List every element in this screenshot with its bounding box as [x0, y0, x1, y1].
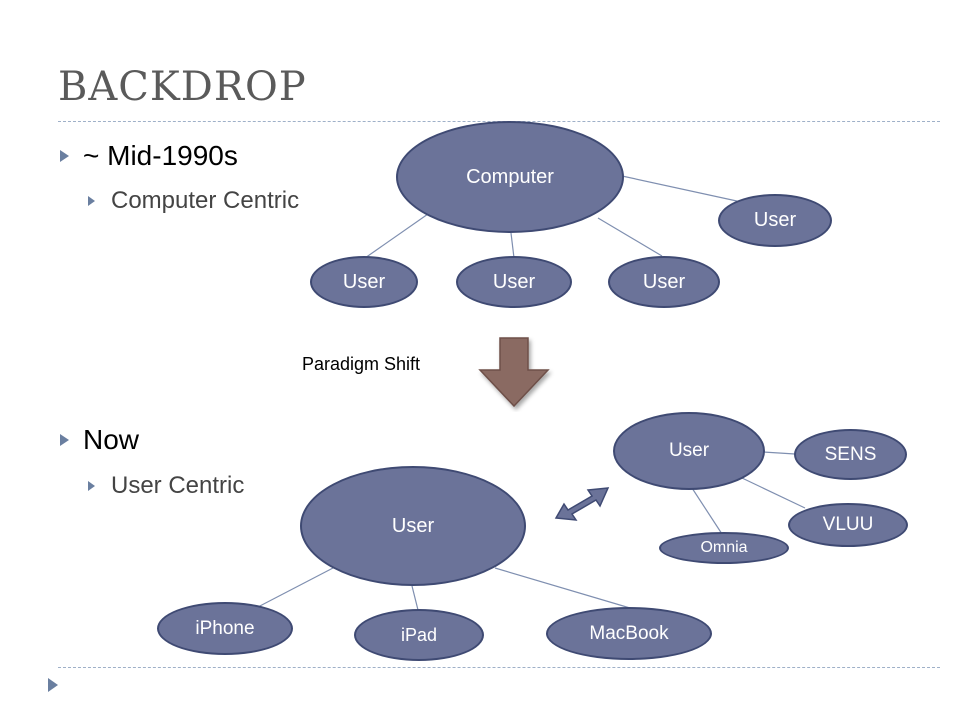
ipad-node: iPad	[354, 609, 484, 661]
bullet-text: Now	[83, 424, 140, 455]
link-user-iphone	[255, 567, 334, 609]
user-hub-node: User	[300, 466, 526, 586]
bidirectional-arrow-icon	[554, 487, 610, 521]
user-node: User	[608, 256, 720, 308]
link-user2-omnia	[691, 487, 723, 535]
link-computer-user-1	[364, 213, 429, 259]
down-arrow-icon	[478, 337, 550, 408]
macbook-node: MacBook	[546, 607, 712, 660]
sub-bullet-text: User Centric	[111, 472, 245, 499]
bullet-mid-1990s: ~ Mid-1990s	[60, 140, 238, 172]
link-user2-sens	[762, 451, 796, 455]
user-node: User	[718, 194, 832, 247]
corner-marker-icon	[48, 678, 58, 692]
sub-bullet-text: Computer Centric	[111, 187, 300, 214]
iphone-node: iPhone	[157, 602, 293, 655]
link-user2-vluu	[741, 477, 806, 509]
vluu-node: VLUU	[788, 503, 908, 547]
sub-bullet-arrow-icon	[88, 196, 95, 206]
slide-title: BACKDROP	[58, 64, 307, 110]
link-user-macbook	[494, 567, 631, 609]
link-computer-user-2	[510, 232, 515, 259]
omnia-node: Omnia	[659, 532, 789, 564]
bullet-text: ~ Mid-1990s	[83, 140, 238, 171]
computer-node: Computer	[396, 121, 624, 233]
bullet-now: Now	[60, 424, 139, 456]
footer-divider	[58, 667, 940, 668]
user-node: User	[456, 256, 572, 308]
sub-bullet-user-centric: User Centric	[88, 472, 244, 500]
bullet-arrow-icon	[60, 434, 69, 446]
paradigm-shift-label: Paradigm Shift	[302, 354, 421, 374]
bullet-arrow-icon	[60, 150, 69, 162]
link-user-ipad	[411, 585, 419, 611]
user-node: User	[310, 256, 418, 308]
sub-bullet-computer-centric: Computer Centric	[88, 187, 299, 215]
sub-bullet-arrow-icon	[88, 481, 95, 491]
sens-node: SENS	[794, 429, 907, 480]
link-computer-user-3	[597, 217, 663, 257]
link-computer-user-4	[621, 175, 747, 204]
user-service-hub-node: User	[613, 412, 765, 490]
